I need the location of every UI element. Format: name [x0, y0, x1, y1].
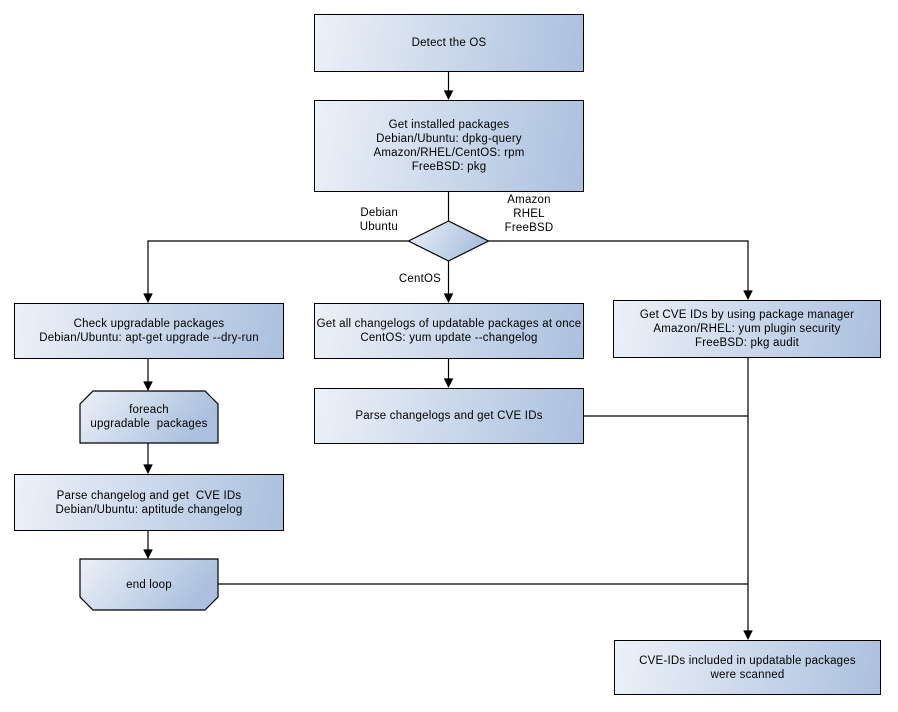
- node-end-loop: end loop: [80, 559, 218, 610]
- node-get-cve-ids-right-label: Get CVE IDs by using package manager Ama…: [639, 309, 855, 349]
- branch-label-centos: CentOS: [398, 273, 441, 285]
- node-check-upgradable-packages-label: Check upgradable packages Debian/Ubuntu:…: [39, 318, 259, 344]
- node-get-installed-packages-label: Get installed packages Debian/Ubuntu: dp…: [373, 119, 525, 173]
- node-check-upgradable-packages: Check upgradable packages Debian/Ubuntu:…: [14, 303, 284, 359]
- node-parse-changelog-left-label: Parse changelog and get CVE IDs Debian/U…: [55, 489, 243, 516]
- node-parse-changelogs-mid: Parse changelogs and get CVE IDs: [314, 388, 584, 444]
- end-loop-shape: [79, 558, 219, 611]
- node-parse-changelogs-mid-label: Parse changelogs and get CVE IDs: [355, 410, 543, 422]
- node-get-all-changelogs-label: Get all changelogs of updatable packages…: [316, 318, 582, 344]
- branch-label-debian-ubuntu: Debian Ubuntu: [359, 207, 398, 233]
- node-get-all-changelogs: Get all changelogs of updatable packages…: [314, 303, 584, 359]
- node-get-cve-ids-right: Get CVE IDs by using package manager Ama…: [613, 300, 881, 358]
- node-parse-changelog-left: Parse changelog and get CVE IDs Debian/U…: [14, 474, 284, 531]
- node-foreach-loop-start: foreach upgradable packages: [80, 391, 218, 443]
- edge-decision-to-get-cve-ids: [488, 240, 753, 300]
- node-scanned-result: CVE-IDs included in updatable packages w…: [614, 640, 881, 695]
- branch-label-amazon-rhel-freebsd: Amazon RHEL FreeBSD: [504, 194, 554, 234]
- node-end-loop-label: end loop: [126, 578, 172, 591]
- foreach-loop-start-shape: [79, 390, 219, 444]
- node-detect-os: Detect the OS: [314, 14, 584, 72]
- node-detect-os-label: Detect the OS: [411, 37, 487, 49]
- edge-decision-to-check-upgradable: [143, 240, 409, 303]
- os-decision-diamond: [407, 220, 490, 262]
- node-get-installed-packages: Get installed packages Debian/Ubuntu: dp…: [314, 100, 584, 192]
- node-scanned-result-label: CVE-IDs included in updatable packages w…: [639, 654, 856, 681]
- node-foreach-loop-start-label: foreach upgradable packages: [90, 404, 208, 430]
